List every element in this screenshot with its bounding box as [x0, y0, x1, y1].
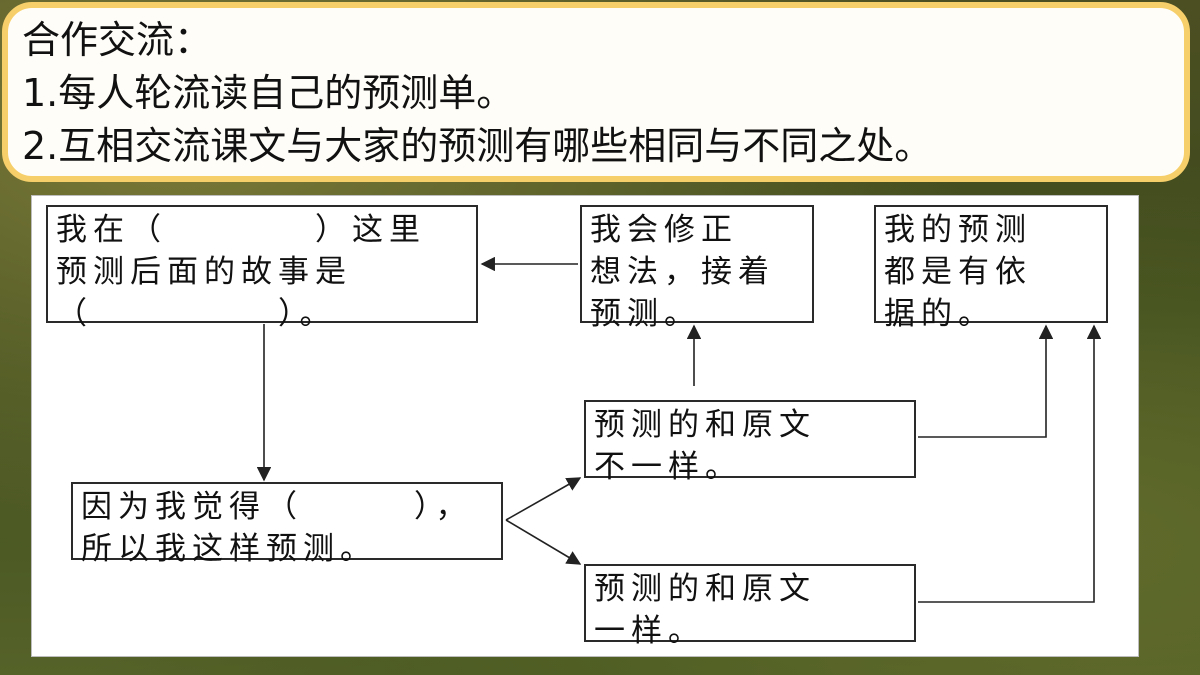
box-different: 预测的和原文 不一样。: [584, 400, 916, 485]
box-predict: 我在（ ）这里 预测后面的故事是 （ ）。: [46, 205, 478, 332]
box-same: 预测的和原文 一样。: [584, 564, 916, 649]
arrow-reason-to-different: [505, 477, 582, 521]
arrow-same-to-basis: [918, 324, 1102, 603]
banner-item-1: 1.每人轮流读自己的预测单。: [22, 71, 515, 115]
arrow-reason-to-same: [505, 519, 582, 565]
flowchart-connectors: [256, 256, 1102, 603]
flowchart-panel: 我在（ ）这里 预测后面的故事是 （ ）。 我会修正 想法，接着 预测。 我的预…: [31, 195, 1139, 657]
task-banner: 合作交流： 1.每人轮流读自己的预测单。 2.互相交流课文与大家的预测有哪些相同…: [2, 2, 1190, 182]
box-basis: 我的预测 都是有依 据的。: [874, 205, 1108, 332]
banner-title: 合作交流：: [22, 18, 213, 62]
arrow-different-to-basis: [918, 324, 1054, 438]
box-revise: 我会修正 想法，接着 预测。: [580, 205, 814, 332]
box-reason: 因为我觉得（ ）， 所以我这样预测。: [71, 482, 503, 567]
banner-item-2: 2.互相交流课文与大家的预测有哪些相同与不同之处。: [22, 124, 933, 168]
